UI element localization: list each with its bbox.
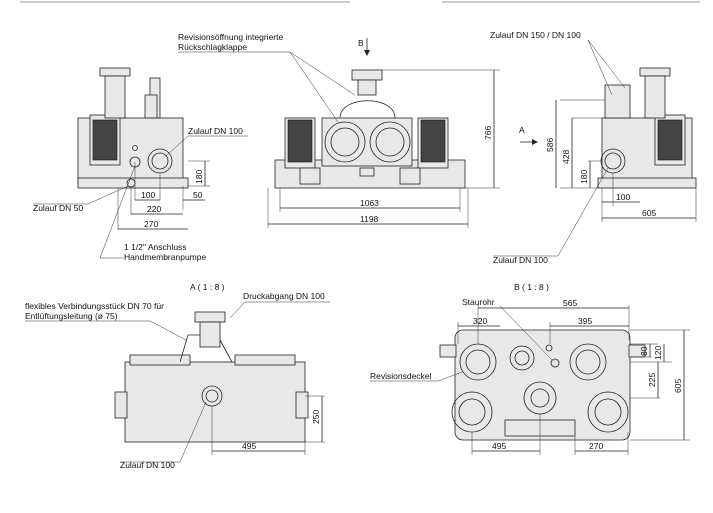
side-view-left	[77, 67, 189, 189]
dim-50: 50	[193, 190, 203, 200]
label-revisionsdeckel: Revisionsdeckel	[370, 371, 432, 381]
view-a-arrow-label: A	[519, 125, 525, 135]
label-staurohr: Staurohr	[462, 297, 495, 307]
view-b-drawing	[439, 329, 646, 441]
dim-605-b: 605	[673, 379, 683, 393]
label-zulauf-100-left: Zulauf DN 100	[188, 126, 243, 136]
dim-395: 395	[578, 316, 592, 326]
dim-586: 586	[545, 138, 555, 152]
dim-250: 250	[311, 410, 321, 424]
dim-565: 565	[563, 298, 577, 308]
dim-766: 766	[483, 126, 493, 140]
dim-495-b: 495	[492, 441, 506, 451]
dim-270-b: 270	[589, 441, 603, 451]
dim-100-right: 100	[616, 192, 630, 202]
dim-120: 120	[653, 346, 663, 360]
label-druckabgang: Druckabgang DN 100	[243, 291, 325, 301]
label-zulauf-100-right: Zulauf DN 100	[493, 255, 548, 265]
label-anschluss-1: 1 1/2" Anschluss	[124, 242, 187, 252]
dim-320: 320	[473, 316, 487, 326]
side-view-right	[597, 67, 697, 189]
dim-1198: 1198	[360, 214, 379, 224]
dim-100-left: 100	[141, 190, 155, 200]
label-anschluss-2: Handmembranpumpe	[124, 252, 206, 262]
label-flex-2: Entlüftungsleitung (ø 75)	[25, 311, 118, 321]
label-revision-opening-2: Rückschlagklappe	[178, 42, 247, 52]
view-b-title: B ( 1 : 8 )	[514, 282, 549, 292]
dim-180-left: 180	[194, 170, 204, 184]
label-zulauf-50: Zulauf DN 50	[33, 203, 83, 213]
dim-220: 220	[147, 204, 161, 214]
view-a-title: A ( 1 : 8 )	[190, 282, 225, 292]
dim-180-right: 180	[579, 170, 589, 184]
dim-225: 225	[647, 373, 657, 387]
dim-428: 428	[561, 150, 571, 164]
dim-1063: 1063	[360, 198, 379, 208]
dim-270-left: 270	[144, 219, 158, 229]
front-view-top	[274, 69, 466, 189]
dim-80: 80	[639, 346, 649, 356]
view-a-drawing	[114, 311, 309, 443]
dim-605-right: 605	[642, 208, 656, 218]
label-flex-1: flexibles Verbindungsstück DN 70 für	[25, 301, 164, 311]
dim-495-a: 495	[242, 441, 256, 451]
label-revision-opening-1: Revisionsöffnung integrierte	[178, 32, 283, 42]
view-b-arrow-label: B	[358, 38, 364, 48]
label-zulauf-100-bottom: Zulauf DN 100	[120, 460, 175, 470]
label-zulauf-150-100: Zulauf DN 150 / DN 100	[490, 30, 581, 40]
